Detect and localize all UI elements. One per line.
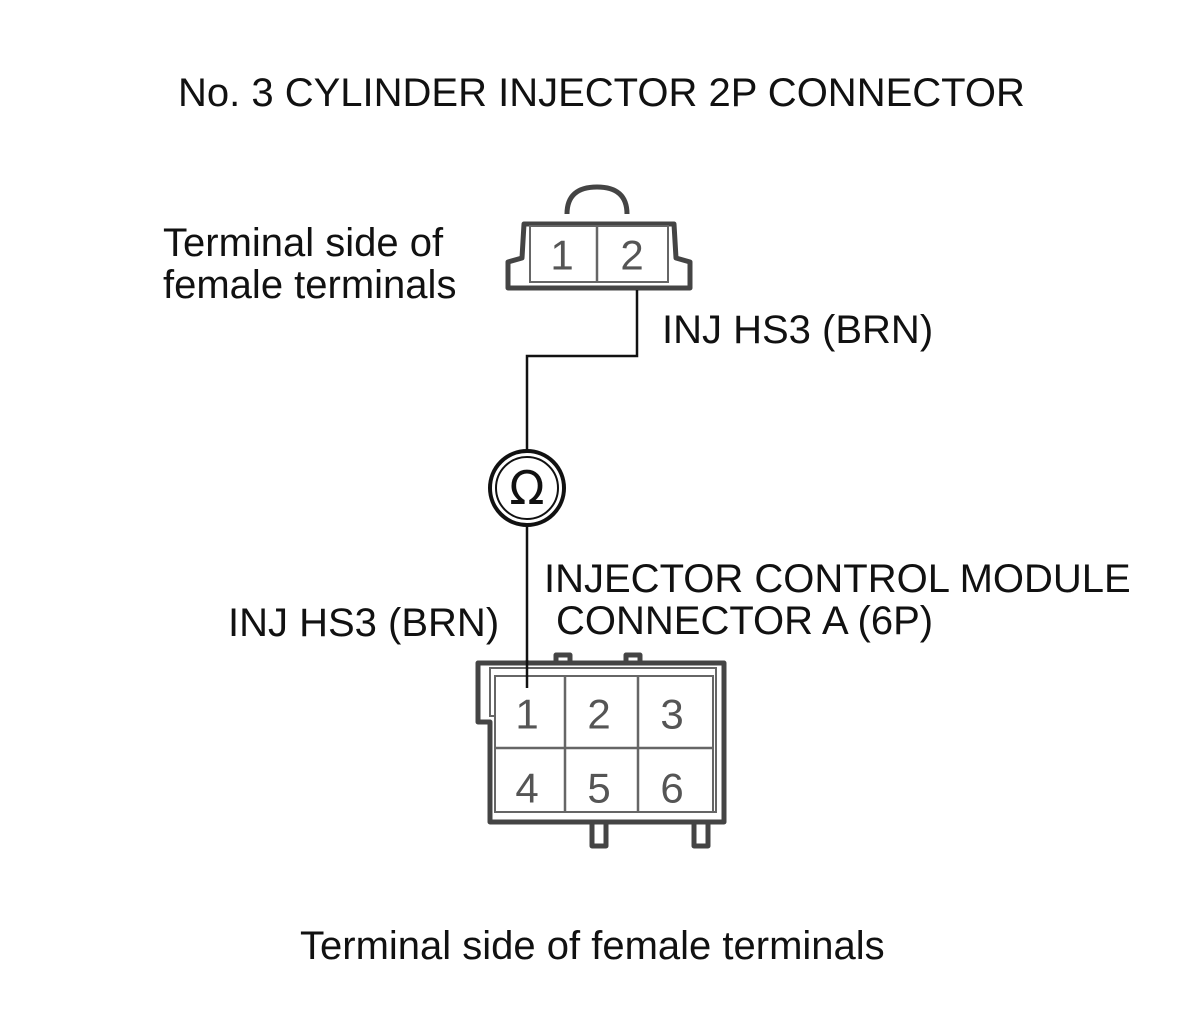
icm-connector-name-line2: CONNECTOR A (6P) <box>556 599 934 643</box>
top-connector-side-label-line2: female terminals <box>163 263 457 307</box>
bottom-pin-5: 5 <box>587 765 610 812</box>
top-pin-1: 1 <box>550 232 573 279</box>
bottom-pin-6: 6 <box>660 765 683 812</box>
bottom-pin-1: 1 <box>515 691 538 738</box>
top-wire-label: INJ HS3 (BRN) <box>662 308 934 352</box>
icm-6p-connector: 1 2 3 4 5 6 <box>475 652 727 849</box>
diagram-title: No. 3 CYLINDER INJECTOR 2P CONNECTOR <box>178 71 1025 115</box>
icm-connector-name-line1: INJECTOR CONTROL MODULE <box>544 557 1131 601</box>
bottom-pin-3: 3 <box>660 691 683 738</box>
bottom-wire-label: INJ HS3 (BRN) <box>228 601 500 645</box>
bottom-connector-side-label: Terminal side of female terminals <box>300 924 885 968</box>
ohmmeter-icon: Ω <box>488 449 566 527</box>
injector-2p-connector: 1 2 <box>505 184 693 291</box>
bottom-pin-2: 2 <box>587 691 610 738</box>
top-wire <box>525 290 639 458</box>
top-connector-side-label-line1: Terminal side of <box>163 221 444 265</box>
bottom-pin-4: 4 <box>515 765 538 812</box>
top-pin-2: 2 <box>620 232 643 279</box>
ohm-symbol: Ω <box>509 461 544 515</box>
